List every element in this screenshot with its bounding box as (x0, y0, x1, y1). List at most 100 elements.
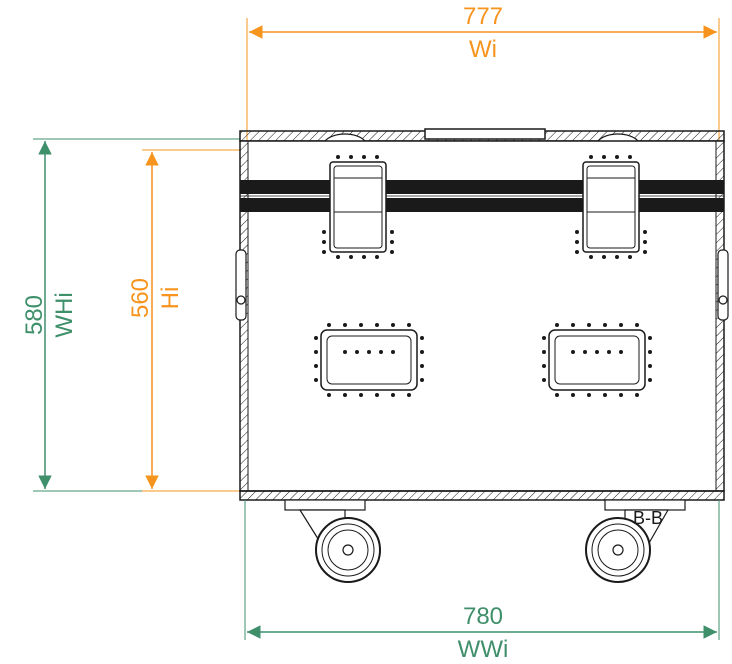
rivet-dot (648, 350, 652, 354)
rivet-dot (635, 393, 639, 397)
recess-handle-left-icon (320, 329, 418, 391)
rivet-dot (643, 250, 647, 254)
height-inner-label: Hi (157, 287, 184, 310)
width-outer-value: 780 (463, 603, 503, 630)
rivet-dot (349, 155, 353, 159)
rivet-dot (390, 250, 394, 254)
dimension-width-outer: 780 WWi (244, 500, 720, 663)
dimension-height-outer: 580 WHi (21, 138, 240, 492)
rivet-dot (555, 393, 559, 397)
handle-right-icon (582, 161, 640, 253)
dimension-width-inner: 777 Wi (246, 3, 720, 140)
height-outer-label: WHi (51, 292, 78, 337)
rivet-dot (322, 230, 326, 234)
rivet-dot (327, 323, 331, 327)
rivet-dot (375, 393, 379, 397)
rivet-dot (362, 255, 366, 259)
rivet-dot (589, 255, 593, 259)
caster-left-icon (284, 499, 381, 583)
height-inner-value: 560 (127, 278, 154, 318)
rivet-dot (615, 255, 619, 259)
rivet-dot (615, 155, 619, 159)
handle-left-icon (329, 161, 387, 253)
rivet-dot (359, 323, 363, 327)
rivet-dot (628, 255, 632, 259)
rivet-dot (420, 336, 424, 340)
rivet-dot (362, 155, 366, 159)
rivet-dot (542, 378, 546, 382)
rivet-dot (375, 323, 379, 327)
rivet-dot (390, 240, 394, 244)
rivet-dot (555, 323, 559, 327)
recess-rivets (314, 323, 652, 397)
rivet-dot (643, 230, 647, 234)
recess-handle-right-icon (548, 329, 646, 391)
rivet-dot (575, 240, 579, 244)
rivet-dot (336, 155, 340, 159)
rivet-dot (314, 336, 318, 340)
rivet-dot (603, 323, 607, 327)
rivet-dot (602, 155, 606, 159)
rivet-dot (343, 323, 347, 327)
rivet-dot (542, 364, 546, 368)
rivet-dot (607, 350, 611, 354)
rivet-dot (407, 323, 411, 327)
rivet-dot (635, 323, 639, 327)
rivet-dot (420, 350, 424, 354)
rivet-dot (379, 350, 383, 354)
rivet-dot (322, 250, 326, 254)
rivet-dot (575, 250, 579, 254)
width-outer-label: WWi (458, 636, 509, 663)
rivet-dot (571, 393, 575, 397)
rivet-dot (343, 393, 347, 397)
rivet-dot (648, 364, 652, 368)
rivet-dot (420, 364, 424, 368)
rivet-dot (314, 378, 318, 382)
rivet-dot (420, 378, 424, 382)
width-inner-label: Wi (469, 36, 497, 63)
rivet-dot (355, 350, 359, 354)
rivet-dot (628, 155, 632, 159)
rivet-dot (390, 230, 394, 234)
rivet-dot (391, 350, 395, 354)
rivet-dot (575, 230, 579, 234)
rivet-dot (648, 378, 652, 382)
rivet-dot (359, 393, 363, 397)
height-outer-value: 580 (21, 295, 48, 335)
rivet-dot (336, 255, 340, 259)
rivet-dot (603, 393, 607, 397)
rivet-dot (314, 350, 318, 354)
rivet-dot (571, 350, 575, 354)
rivet-dot (407, 393, 411, 397)
rivet-dot (589, 155, 593, 159)
rivet-dot (343, 350, 347, 354)
rivet-dot (595, 350, 599, 354)
rivet-dot (367, 350, 371, 354)
rivet-dot (571, 323, 575, 327)
rivet-dot (322, 240, 326, 244)
section-label: B-B (633, 508, 663, 528)
latch-left-icon (235, 249, 247, 321)
rivet-dot (391, 323, 395, 327)
rivet-dot (327, 393, 331, 397)
rivet-dot (619, 350, 623, 354)
width-inner-value: 777 (463, 3, 503, 30)
rivet-dot (542, 336, 546, 340)
rivet-dot (587, 393, 591, 397)
rivet-dot (619, 393, 623, 397)
rivet-dot (648, 336, 652, 340)
caster-right-icon (585, 499, 686, 583)
rivet-dot (643, 240, 647, 244)
rivet-dot (375, 155, 379, 159)
handle-rivets (322, 155, 647, 259)
latch-right-icon (717, 249, 729, 321)
rivet-dot (542, 350, 546, 354)
rivet-dot (619, 323, 623, 327)
rivet-dot (602, 255, 606, 259)
rivet-dot (587, 323, 591, 327)
rivet-dot (583, 350, 587, 354)
case-body (239, 128, 725, 501)
rivet-dot (391, 393, 395, 397)
rivet-dot (375, 255, 379, 259)
